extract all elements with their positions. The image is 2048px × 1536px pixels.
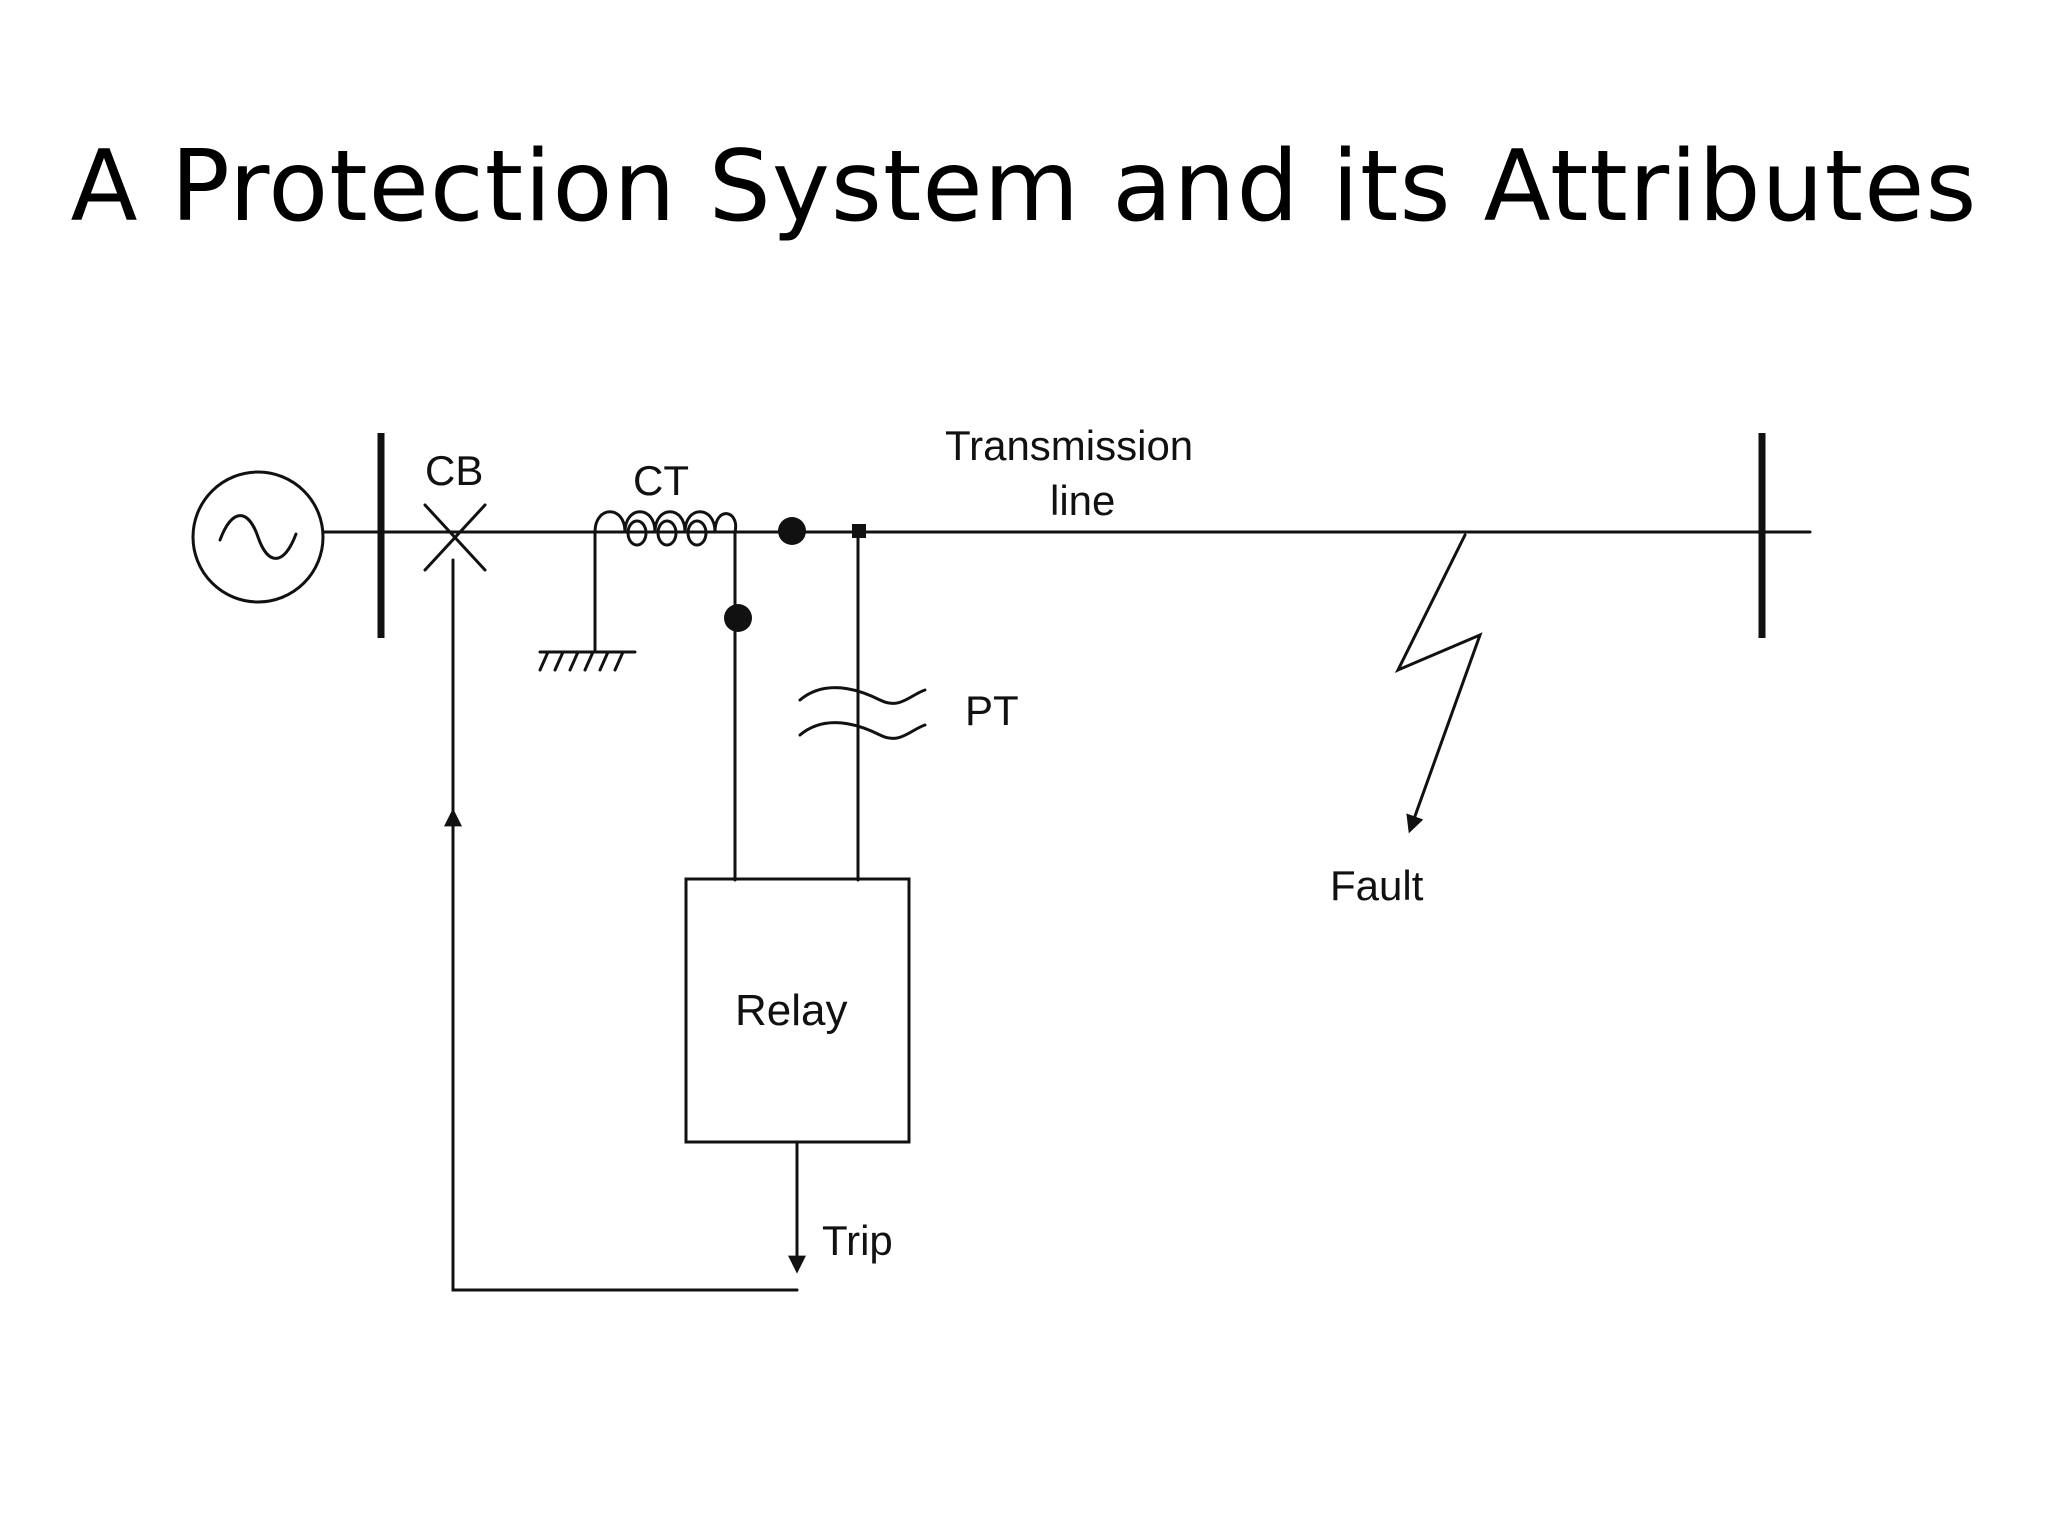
trip-label: Trip — [822, 1217, 893, 1264]
fault-icon — [1394, 533, 1483, 834]
transmission-line-label: Transmission — [945, 422, 1193, 469]
potential-transformer-icon — [798, 686, 927, 740]
trip-feedback-wire — [444, 808, 799, 1292]
slide-title: A Protection System and its Attributes — [70, 130, 1978, 244]
cb-label: CB — [425, 447, 483, 494]
fault-label: Fault — [1330, 862, 1424, 909]
transmission-line-label-2: line — [1050, 477, 1115, 524]
relay-label: Relay — [735, 986, 848, 1035]
ground-icon — [538, 650, 637, 672]
generator-icon — [191, 470, 325, 604]
junction-dot — [724, 604, 752, 632]
ct-label: CT — [633, 457, 689, 504]
circuit-breaker-icon — [423, 503, 487, 572]
current-transformer-icon — [593, 510, 738, 652]
pt-label: PT — [965, 687, 1019, 734]
junction-dot — [778, 517, 806, 545]
